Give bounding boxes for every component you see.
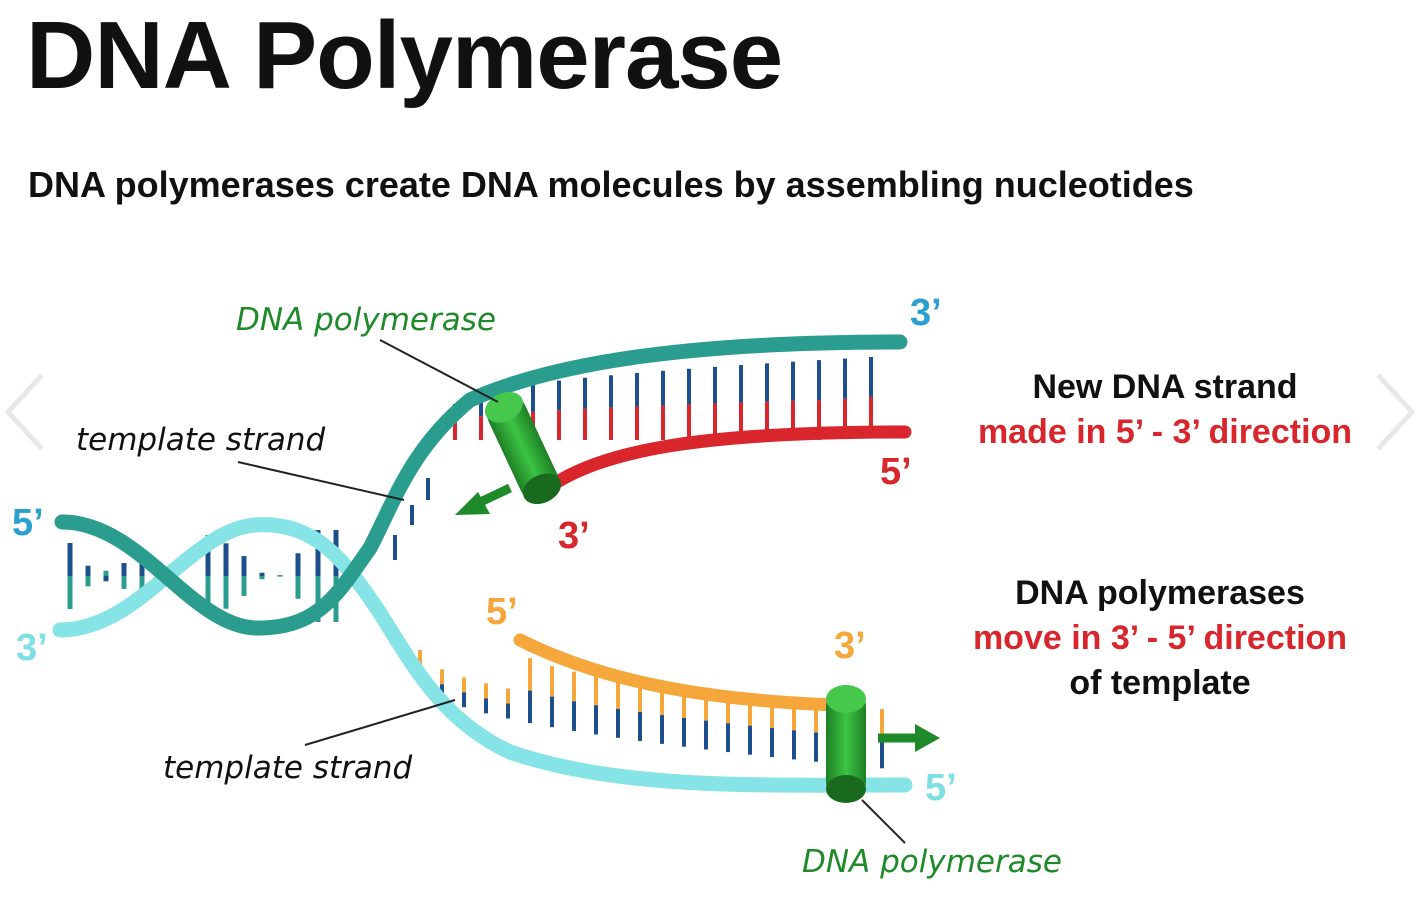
page-title: DNA Polymerase [26,2,783,109]
dark-template-strand [54,334,908,636]
left-direction-arrow-icon [455,483,512,515]
orange-new-strand [513,633,842,712]
pointer-polymerase-bottom [861,799,906,844]
end-red-left: 3’ [558,515,590,557]
label-template-strand-bottom: template strand [163,750,412,786]
info-bottom-line2: move in 3’ - 5’ direction [973,619,1347,657]
next-arrow-icon[interactable] [1376,373,1416,451]
end-orange-left: 5’ [486,591,518,633]
end-left-bottom: 3’ [16,627,48,669]
end-left-top: 5’ [12,502,44,544]
pointer-template-top [237,461,405,501]
info-top-line2: made in 5’ - 3’ direction [978,413,1352,451]
pointer-template-bottom [304,699,456,746]
label-dna-polymerase-top: DNA polymerase [236,302,496,338]
end-lower-right: 5’ [925,767,957,809]
end-red-right: 5’ [880,451,912,493]
dna-polymerase-top-icon [484,391,562,505]
end-orange-right: 3’ [834,625,866,667]
light-template-strand [52,517,913,793]
info-top-line1: New DNA strand [1032,368,1297,406]
prev-arrow-icon[interactable] [4,373,44,451]
end-upper-right: 3’ [910,292,942,334]
info-bottom-line1: DNA polymerases [1015,574,1305,612]
info-bottom-line3: of template [1069,664,1250,702]
red-new-strand [538,425,912,497]
page-subtitle: DNA polymerases create DNA molecules by … [28,164,1194,205]
dna-polymerase-bottom-icon [826,685,866,803]
label-template-strand-top: template strand [76,422,325,458]
pointer-polymerase-top [379,339,499,403]
label-dna-polymerase-bottom: DNA polymerase [802,844,1062,880]
right-direction-arrow-icon [878,724,940,752]
